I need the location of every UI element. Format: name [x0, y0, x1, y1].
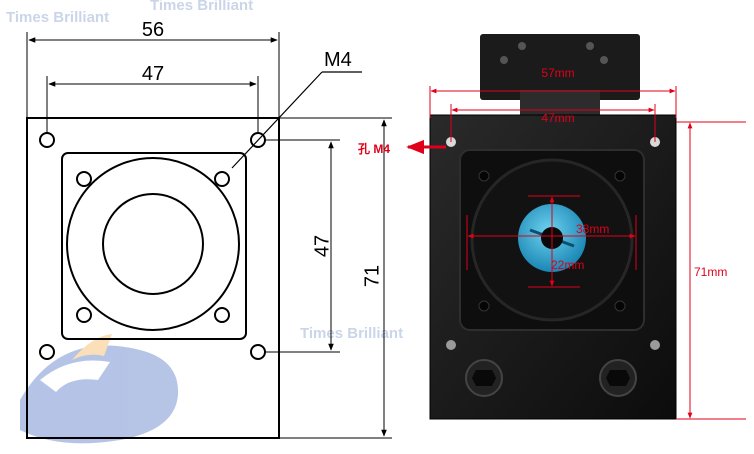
drawing-outer-circle: [66, 157, 240, 331]
drawing-flange-hole: [76, 171, 92, 187]
photo-motor-body: [480, 34, 640, 100]
photo-socket-screw-left: [465, 359, 503, 397]
drawing-m4-hole: [39, 344, 55, 360]
technical-drawing: 56 47 M4 47 71: [26, 19, 392, 439]
dim-47-h-label: 47: [142, 63, 164, 85]
photo-m4-hole: [446, 340, 456, 350]
photo-flange-hole: [614, 170, 626, 182]
drawing-flange-hole: [76, 307, 92, 323]
photo-flange-hole: [478, 170, 490, 182]
dim-47-v-label: 47: [311, 235, 333, 257]
watermark-text-top-center: Times Brilliant: [150, 0, 253, 14]
photo-flange-hole: [614, 300, 626, 312]
annot-m4-hole-label: 孔 M4: [358, 142, 390, 156]
dim-56-label: 56: [142, 19, 164, 41]
drawing-m4-hole: [39, 132, 55, 148]
watermark: Times Brilliant Times Brilliant Times Br…: [6, 0, 403, 444]
photo-motor-hole: [586, 42, 594, 50]
photo-flange-hole: [478, 300, 490, 312]
watermark-logo: [20, 334, 179, 444]
drawing-flange-hole: [214, 171, 230, 187]
annot-22mm-label: 22mm: [551, 258, 584, 272]
photo-motor-hole: [600, 56, 608, 64]
photo-motor-hole: [500, 56, 508, 64]
watermark-text-middle: Times Brilliant: [300, 325, 403, 342]
dim-71-label: 71: [361, 265, 383, 287]
photo-m4-hole: [650, 340, 660, 350]
photo-annotations: 57mm 47mm 孔 M4 38mm 22mm 71mm: [358, 66, 746, 420]
drawing-plate-outline: [26, 117, 280, 439]
drawing-flange-outline: [61, 152, 247, 340]
photo-motor-hole: [518, 42, 526, 50]
m4-leader-line: [231, 71, 323, 169]
photo-socket-screw-right: [599, 359, 637, 397]
annot-71mm-label: 71mm: [694, 265, 727, 279]
m4-label: M4: [324, 49, 352, 71]
product-photo: 57mm 47mm 孔 M4 38mm 22mm 71mm: [358, 34, 746, 420]
drawing-inner-circle: [102, 193, 204, 295]
annot-57mm-label: 57mm: [541, 66, 574, 80]
annot-47mm-label: 47mm: [541, 111, 574, 125]
annot-38mm-label: 38mm: [576, 222, 609, 236]
drawing-m4-hole: [250, 344, 266, 360]
drawing-flange-hole: [214, 307, 230, 323]
watermark-text-top-left: Times Brilliant: [6, 9, 109, 26]
